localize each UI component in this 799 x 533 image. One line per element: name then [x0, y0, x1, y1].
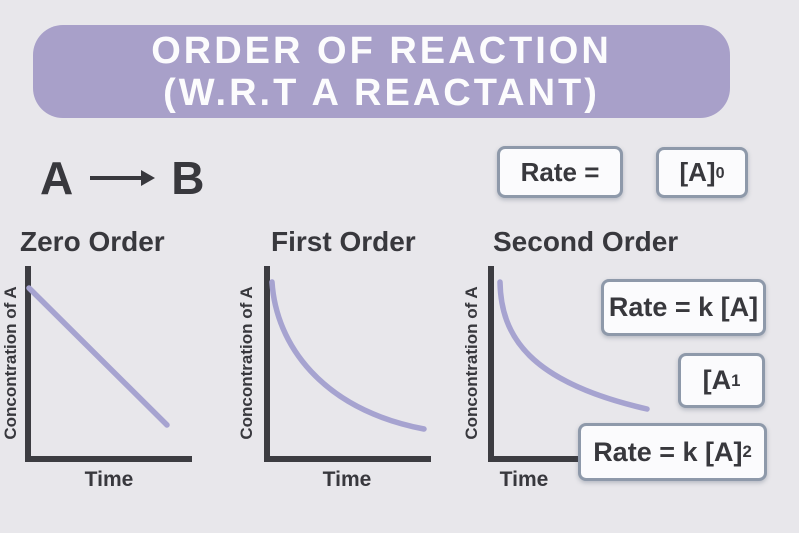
first-order-rate-text: Rate = k [A] [608, 292, 759, 322]
first-order-ylabel: Concontration of A [237, 286, 256, 440]
long-right-arrow-icon [90, 170, 156, 186]
second-order-xlabel: Time [499, 468, 549, 491]
second-order-rate-box: Rate = k [A]2 [578, 423, 767, 481]
zero-order-plot [25, 266, 192, 462]
reactant-label: A [40, 152, 74, 204]
first-order-title: First Order [271, 226, 416, 257]
order-one-base: [A [702, 365, 732, 395]
zero-order-ylabel: Concontration of A [1, 286, 20, 440]
zero-order-curve [26, 285, 170, 428]
reaction-equation: A B [40, 150, 204, 206]
order-zero-base: [A] [679, 157, 716, 187]
title-banner: ORDER OF REACTION (W.R.T A REACTANT) [33, 25, 730, 118]
rate-equals-box: Rate = [497, 146, 623, 198]
second-order-title: Second Order [493, 226, 679, 257]
second-order-curve [497, 279, 650, 412]
rate-equals-text: Rate = [520, 156, 600, 187]
second-order-rate-base: Rate = k [A] [593, 436, 743, 467]
first-order-xlabel: Time [322, 468, 372, 491]
product-label: B [171, 152, 205, 204]
title-line-2: (W.R.T A REACTANT) [163, 71, 600, 114]
title-line-1: ORDER OF REACTION [151, 29, 612, 72]
zero-order-title: Zero Order [20, 226, 165, 257]
zero-order-axes [25, 266, 192, 462]
first-order-axes [264, 266, 431, 462]
first-order-plot [264, 266, 431, 462]
first-order-curve [269, 279, 427, 432]
zero-order-xlabel: Time [84, 468, 134, 491]
first-order-rate-box: Rate = k [A] [601, 279, 766, 336]
second-order-ylabel: Concontration of A [462, 286, 481, 440]
concentration-order-zero-box: [A]0 [656, 147, 748, 198]
